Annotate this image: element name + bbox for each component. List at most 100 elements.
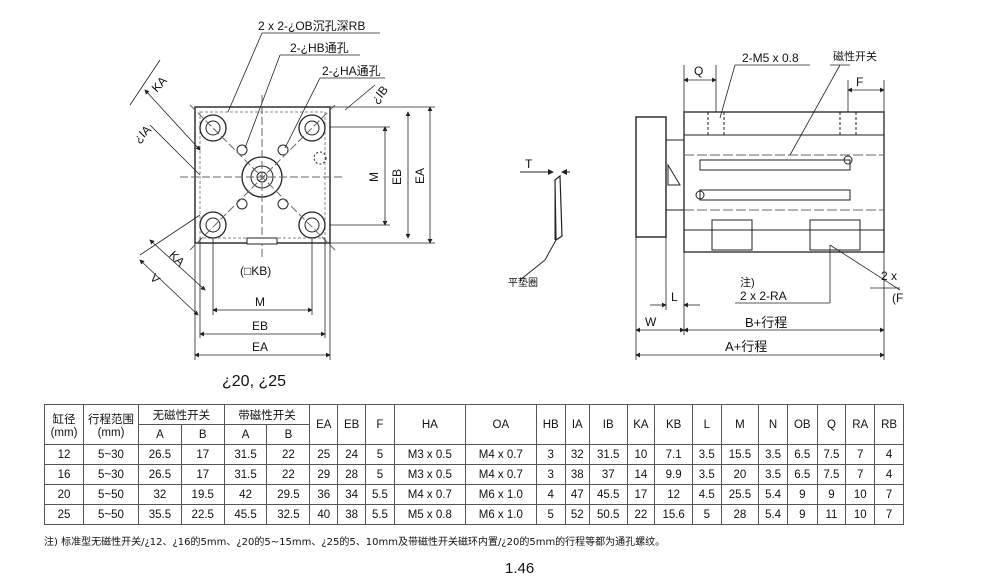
table-cell: 52: [564, 504, 590, 525]
table-cell: 5~50: [83, 484, 139, 505]
label-w: W: [645, 315, 657, 329]
label-kb: (□KB): [240, 264, 271, 278]
header-sub-b: B: [180, 424, 225, 445]
label-l: L: [671, 290, 678, 304]
header-stroke: 行程范围(mm): [83, 404, 139, 445]
table-cell: M4 x 0.7: [393, 484, 466, 505]
table-header-row-1: 缸径(mm) 行程范围(mm) 无磁性开关 带磁性开关 EA EB F HA O…: [44, 404, 904, 445]
table-cell: 11: [816, 504, 847, 525]
header-sub-a: A: [223, 424, 268, 445]
table-cell: 10: [845, 484, 876, 505]
table-cell: 31.5: [223, 444, 268, 465]
table-cell: 32: [138, 484, 182, 505]
table-cell: 4: [535, 484, 566, 505]
table-cell: 38: [564, 464, 590, 485]
header-col: HA: [393, 404, 466, 445]
table-cell: 4.5: [691, 484, 722, 505]
table-cell: 17: [180, 444, 225, 465]
table-cell: 25: [44, 504, 84, 525]
label-m-horizontal: M: [255, 295, 265, 309]
table-cell: 26.5: [138, 464, 182, 485]
table-cell: 7: [874, 484, 904, 505]
label-q: Q: [694, 64, 703, 78]
table-cell: 5.4: [758, 504, 788, 525]
table-cell: 31.5: [223, 464, 268, 485]
header-col: KB: [654, 404, 693, 445]
label-washer: 平垫圈: [508, 276, 538, 289]
table-cell: 7: [845, 444, 876, 465]
table-cell: 9: [816, 484, 847, 505]
header-col: N: [758, 404, 788, 445]
table-cell: 3: [535, 444, 566, 465]
table-cell: M6 x 1.0: [464, 484, 537, 505]
table-cell: 29.5: [266, 484, 311, 505]
label-note-mark: 注): [740, 275, 755, 289]
label-a-stroke: A+行程: [725, 339, 767, 354]
table-cell: 7.5: [816, 444, 847, 465]
label-ea-horizontal: EA: [252, 340, 268, 354]
label-ib: ¿IB: [368, 83, 391, 106]
dimension-table: 缸径(mm) 行程范围(mm) 无磁性开关 带磁性开关 EA EB F HA O…: [44, 404, 904, 525]
table-cell: 16: [44, 464, 84, 485]
left-dimension-lines: [129, 32, 435, 360]
table-cell: 20: [44, 484, 84, 505]
table-cell: 34: [337, 484, 367, 505]
header-no-switch: 无磁性开关: [138, 404, 225, 425]
label-m-vertical: M: [367, 172, 381, 182]
table-cell: 5.4: [758, 484, 788, 505]
table-cell: 31.5: [588, 444, 628, 465]
header-col: IB: [588, 404, 628, 445]
table-cell: 47: [564, 484, 590, 505]
washer-view: [519, 169, 570, 281]
header-col: RA: [845, 404, 876, 445]
table-cell: 10: [626, 444, 656, 465]
right-dimension-lines: [635, 64, 901, 360]
table-cell: 17: [626, 484, 656, 505]
table-cell: 19.5: [180, 484, 225, 505]
header-col: Q: [816, 404, 847, 445]
table-cell: 22: [266, 444, 311, 465]
label-ob: 2 x 2-¿OB沉孔深RB: [258, 19, 365, 33]
table-cell: 6.5: [786, 464, 818, 485]
table-cell: M3 x 0.5: [393, 444, 466, 465]
label-magnetic-switch: 磁性开关: [833, 49, 877, 63]
table-cell: 7.1: [654, 444, 693, 465]
table-cell: 36: [309, 484, 339, 505]
header-col: F: [365, 404, 395, 445]
label-b-stroke: B+行程: [745, 315, 787, 330]
table-cell: 3.5: [758, 444, 788, 465]
header-col: OB: [786, 404, 818, 445]
header-col: M: [720, 404, 760, 445]
label-ea-vertical: EA: [413, 168, 427, 184]
table-cell: 7: [845, 464, 876, 485]
label-m5: 2-M5 x 0.8: [742, 51, 799, 65]
label-eb-vertical: EB: [390, 169, 404, 185]
table-cell: M6 x 1.0: [464, 504, 537, 525]
table-cell: 6.5: [786, 444, 818, 465]
page-number: 1.46: [505, 560, 535, 577]
table-cell: 3.5: [691, 444, 722, 465]
table-cell: 4: [874, 464, 904, 485]
footnote: 注) 标准型无磁性开关/¿12、¿16的5mm、¿20的5~15mm、¿25的5…: [44, 537, 666, 548]
label-t: T: [525, 157, 533, 171]
header-with-switch: 带磁性开关: [223, 404, 311, 425]
table-cell: 35.5: [138, 504, 182, 525]
label-f-paren: (F: [892, 291, 903, 305]
table-cell: 14: [626, 464, 656, 485]
table-cell: 28: [337, 464, 367, 485]
header-sub-a: A: [138, 424, 182, 445]
table-cell: 12: [654, 484, 693, 505]
header-col: OA: [464, 404, 537, 445]
label-f: F: [856, 75, 863, 89]
left-view-caption: ¿20, ¿25: [222, 373, 286, 390]
technical-drawings: 2 x 2-¿OB沉孔深RB 2-¿HB通孔 2-¿HA通孔 KA ¿IA ¿I…: [129, 19, 903, 390]
table-cell: 26.5: [138, 444, 182, 465]
table-cell: 40: [309, 504, 339, 525]
table-cell: 28: [720, 504, 760, 525]
table-cell: 32: [564, 444, 590, 465]
table-cell: 5~50: [83, 504, 139, 525]
label-eb-horizontal: EB: [252, 319, 268, 333]
